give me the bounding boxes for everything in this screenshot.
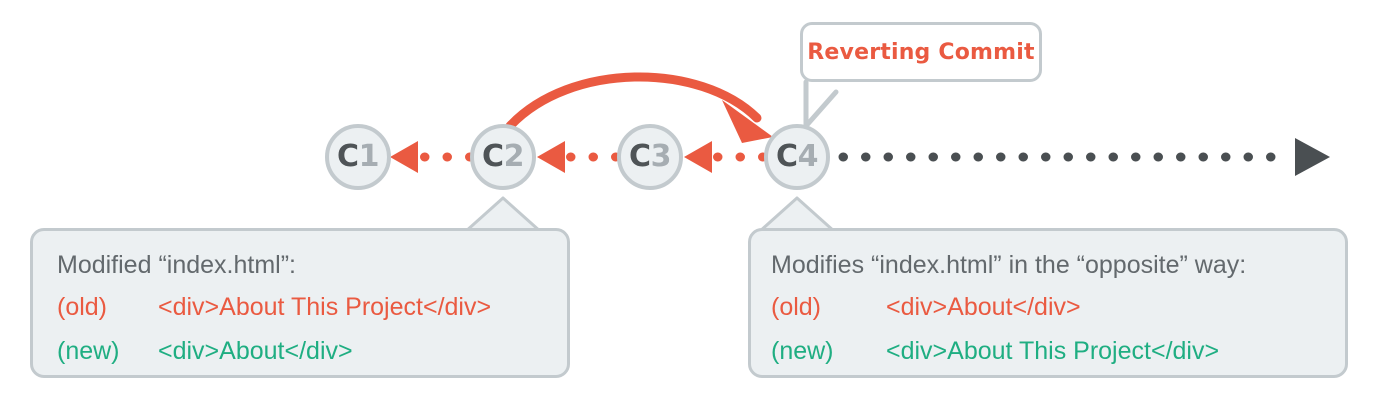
callout-c4-heading: Modifies “index.html” in the “opposite” …	[771, 251, 1247, 279]
callout-c4-row-0-code: <div>About</div>	[886, 293, 1081, 321]
commit-prefix-c1: C	[337, 139, 359, 174]
callout-c4-row-1-tag: (new)	[771, 337, 834, 365]
commit-link-c2-to-c1	[390, 141, 475, 173]
commit-label-c1: C1	[337, 142, 379, 172]
callout-c2-row-0-code: <div>About This Project</div>	[158, 293, 492, 321]
callout-c2-row-1-tag: (new)	[57, 337, 120, 365]
callout-c4: Modifies “index.html” in the “opposite” …	[748, 228, 1348, 378]
commit-link-c4-to-c3	[684, 141, 768, 173]
bubble-tail	[803, 79, 839, 129]
commit-number-c3: 3	[650, 139, 672, 174]
commit-link-c3-to-c2	[537, 141, 621, 173]
commit-node-c2[interactable]: C2	[470, 124, 536, 190]
commit-number-c1: 1	[358, 139, 380, 174]
callout-c2-row-0-tag: (old)	[57, 293, 108, 321]
commit-prefix-c2: C	[482, 139, 504, 174]
callout-c2-heading: Modified “index.html”:	[57, 251, 296, 279]
callout-c2-row-1-code: <div>About</div>	[158, 337, 353, 365]
commit-node-c1[interactable]: C1	[325, 124, 391, 190]
reverting-commit-bubble: Reverting Commit	[800, 22, 1042, 82]
commit-node-c4[interactable]: C4	[764, 124, 830, 190]
callout-c2: Modified “index.html”: (old) <div>About …	[30, 228, 570, 378]
commit-prefix-c4: C	[776, 139, 798, 174]
callout-c4-row-1-code: <div>About This Project</div>	[886, 337, 1220, 365]
timeline-axis	[838, 138, 1330, 176]
commit-number-c4: 4	[797, 139, 819, 174]
revert-arrow	[505, 72, 773, 143]
commit-label-c2: C2	[482, 142, 524, 172]
reverting-commit-label: Reverting Commit	[807, 39, 1035, 65]
commit-label-c3: C3	[629, 142, 671, 172]
commit-number-c2: 2	[503, 139, 525, 174]
commit-prefix-c3: C	[629, 139, 651, 174]
commit-node-c3[interactable]: C3	[617, 124, 683, 190]
commit-label-c4: C4	[776, 142, 818, 172]
callout-c4-row-0-tag: (old)	[771, 293, 822, 321]
